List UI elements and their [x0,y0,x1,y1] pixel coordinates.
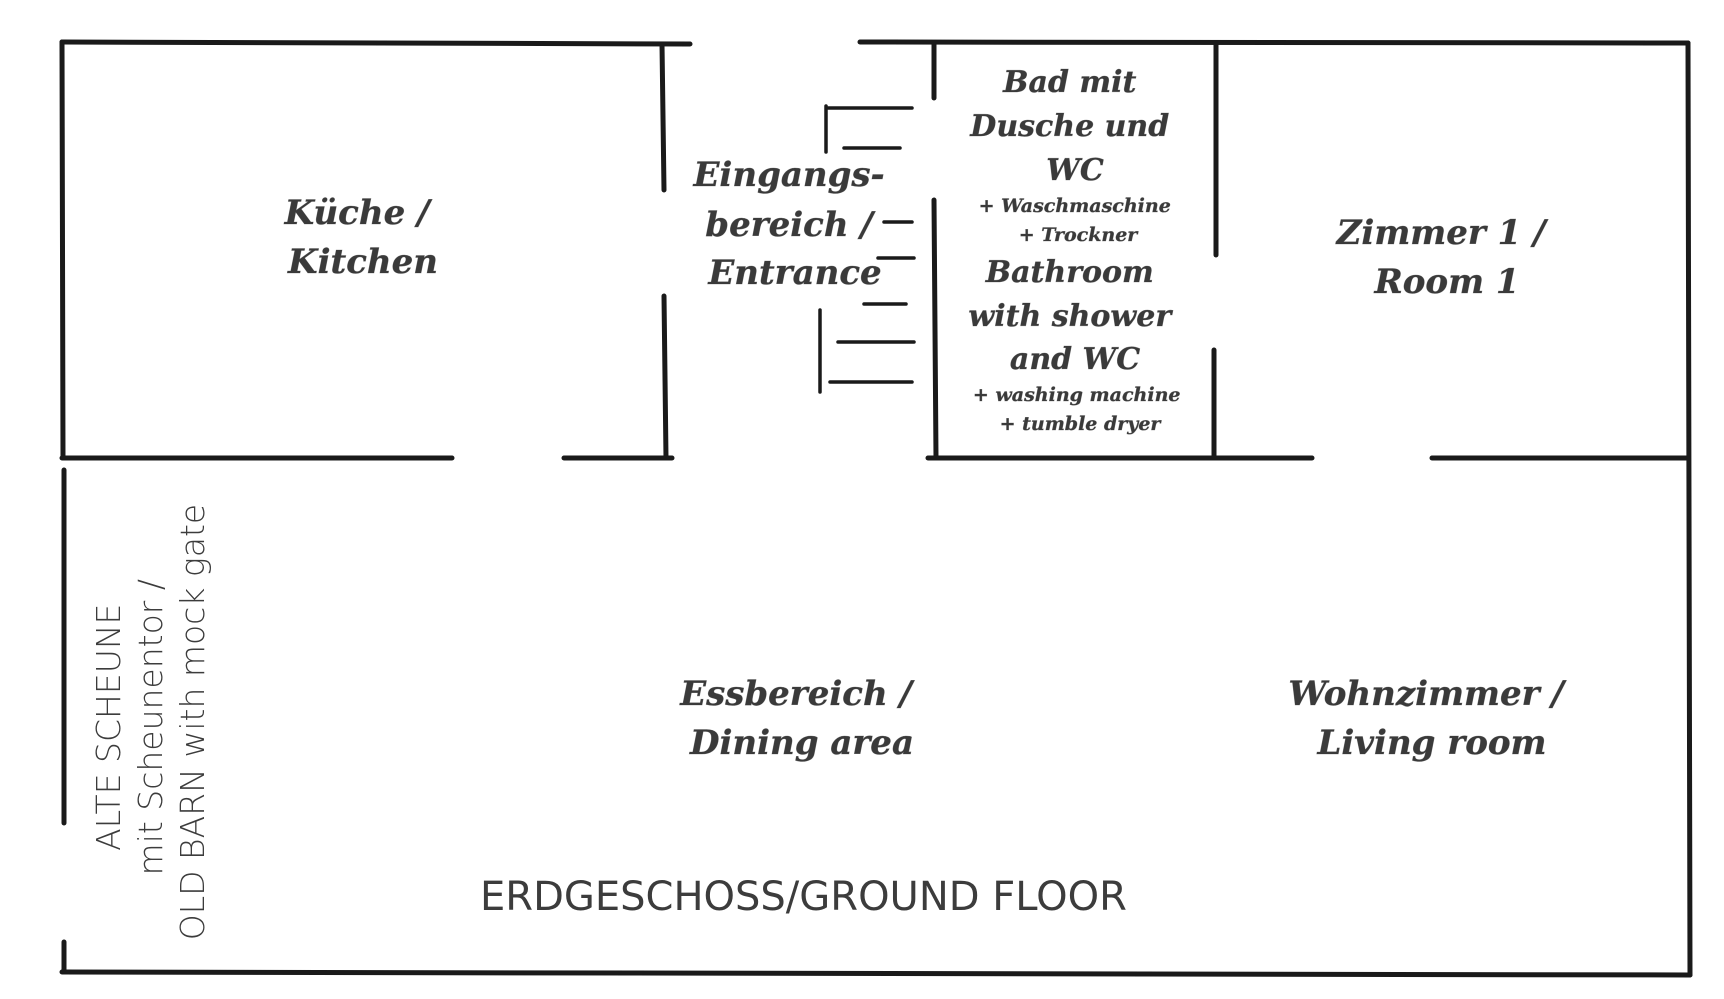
bathroom-extras-de: + Waschmaschine + Trockner [979,195,1178,246]
bathroom-extra-line: + tumble dryer [1000,413,1163,435]
bathroom-label-line: Dusche und [969,109,1169,144]
entrance-label: Eingangs- bereich / Entrance [693,155,897,293]
room1-label: Zimmer 1 / Room 1 [1335,213,1558,302]
bathroom-extras-en: + washing machine + tumble dryer [973,384,1187,435]
living-label: Wohnzimmer / Living room [1288,674,1575,763]
entrance-label-line: bereich / [705,205,876,245]
barn-label-line: ALTE SCHEUNE [89,604,128,851]
kitchen-label-line: Küche / [284,193,433,233]
floor-title: ERDGESCHOSS/GROUND FLOOR [480,874,1127,920]
room1-label-line: Zimmer 1 / [1335,213,1550,253]
barn-label: ALTE SCHEUNE mit Scheunentor / OLD BARN … [89,504,212,940]
bathroom-label-line: Bad mit [1002,65,1136,100]
dining-label-line: Dining area [689,723,914,763]
interior-walls [59,41,1691,461]
entrance-label-line: Eingangs- [693,155,885,195]
bathroom-label: Bad mit Dusche und WC + Waschmaschine + … [968,65,1187,436]
bathroom-extra-line: + Waschmaschine [979,195,1171,217]
kitchen-label: Küche / Kitchen [284,193,442,282]
room1-label-line: Room 1 [1373,262,1519,302]
bathroom-extra-line: + washing machine [973,384,1181,406]
bathroom-label-line: and WC [1010,342,1140,377]
barn-label-line: mit Scheunentor / [131,579,170,875]
bathroom-label-line: WC [1046,153,1104,188]
kitchen-label-line: Kitchen [287,242,438,282]
barn-label-line: OLD BARN with mock gate [173,504,212,940]
entrance-label-line: Entrance [707,253,881,293]
dining-label-line: Essbereich / [679,674,915,714]
living-label-line: Living room [1316,723,1546,763]
staircase [818,104,916,394]
bathroom-label-de: Bad mit Dusche und WC [969,65,1179,188]
bathroom-label-en: Bathroom with shower and WC [968,255,1181,377]
living-label-line: Wohnzimmer / [1288,674,1567,714]
bathroom-extra-line: + Trockner [1019,224,1140,246]
dining-label: Essbereich / Dining area [679,674,924,763]
bathroom-label-line: with shower [968,299,1173,334]
outer-walls [59,39,1693,978]
bathroom-label-line: Bathroom [985,255,1154,290]
